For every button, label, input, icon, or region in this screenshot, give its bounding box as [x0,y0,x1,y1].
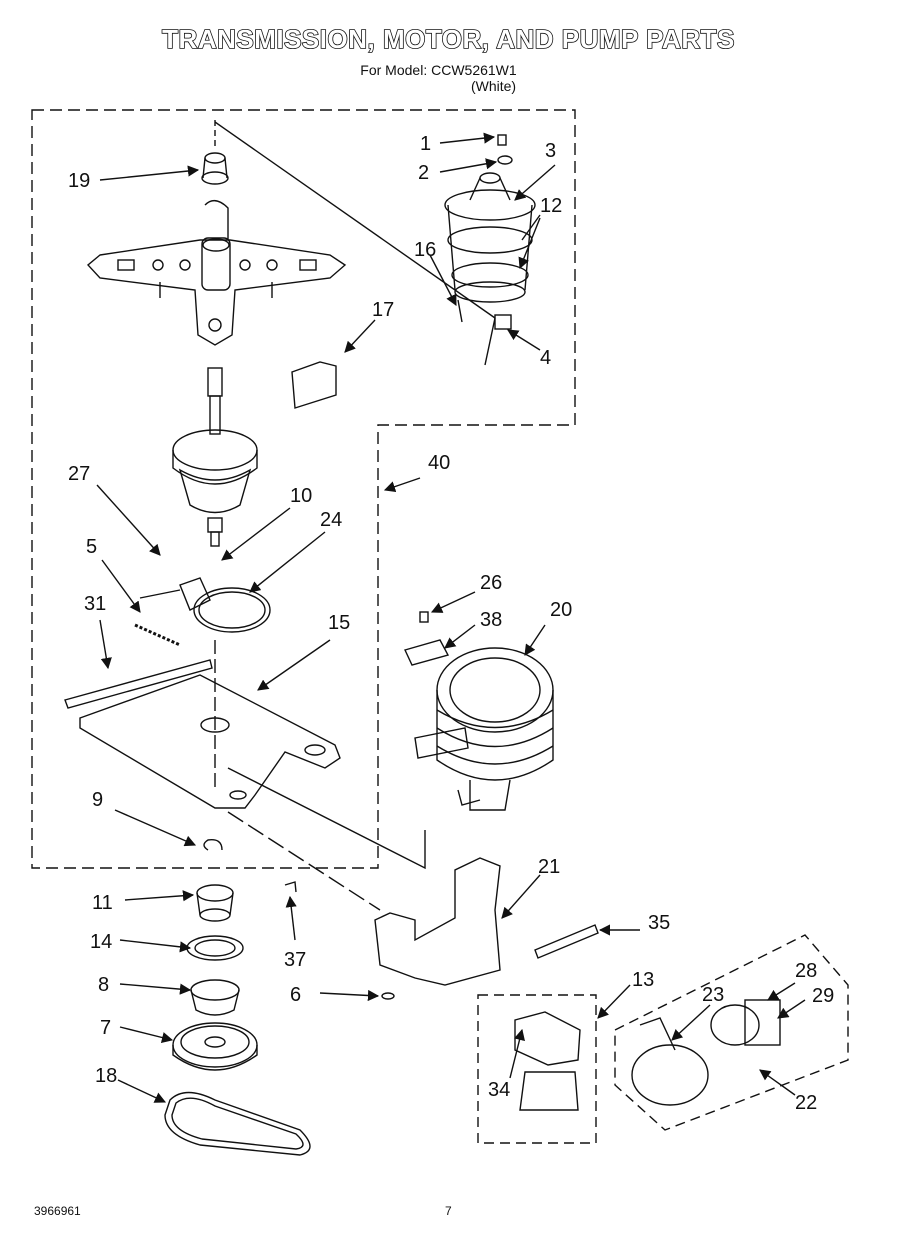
relay-part-34 [519,1071,579,1111]
leader-line [227,767,426,870]
callout-1: 1 [420,133,432,155]
page-title: TRANSMISSION, MOTOR, AND PUMP PARTS [161,23,735,55]
leader-arrows [96,132,806,1103]
transmission [172,367,258,547]
callout-2: 2 [418,162,430,184]
callout-28: 28 [795,960,818,982]
model-line: For Model: CCW5261W1 [360,62,517,78]
callout-22: 22 [795,1092,818,1114]
callout-27: 27 [68,463,91,485]
bracket-part-21 [374,857,501,986]
callout-14: 14 [90,931,113,953]
clip-part-37 [284,881,297,893]
callout-10: 10 [290,485,313,507]
callout-12: 12 [540,195,563,217]
bearing-part-11 [196,884,234,922]
callout-37: 37 [284,949,307,971]
callout-13: 13 [632,969,655,991]
bracket-part-31 [64,659,213,709]
callout-34: 34 [488,1079,511,1101]
callout-20: 20 [550,599,573,621]
callout-38: 38 [480,609,503,631]
callout-21: 21 [538,856,561,878]
motor-part-20 [404,611,554,811]
clip-part-9 [203,839,223,851]
callout-29: 29 [812,985,835,1007]
callout-4: 4 [540,347,552,369]
callout-3: 3 [545,140,557,162]
color-line: (White) [470,78,517,94]
assembly-boundary-13 [477,994,597,1144]
callout-16: 16 [414,239,437,261]
cap-part-19 [201,152,229,185]
callout-35: 35 [648,912,671,934]
belt-part-18 [164,1091,311,1156]
page-number: 7 [445,1204,452,1218]
spider-hub [86,200,347,346]
callout-7: 7 [100,1017,112,1039]
callout-5: 5 [86,536,98,558]
callout-24: 24 [320,509,343,531]
brake-band-part-24 [139,577,271,633]
callout-11: 11 [92,892,113,914]
callout-8: 8 [98,974,110,996]
tub-drive-assembly [444,134,536,330]
callout-19: 19 [68,170,91,192]
callout-26: 26 [480,572,503,594]
callout-40: 40 [428,452,451,474]
assembly-boundary-transmission [31,109,576,869]
base-plate-part-15 [79,674,341,809]
pump-motor-part-28 [710,999,781,1046]
callout-23: 23 [702,984,725,1006]
document-number: 3966961 [34,1204,81,1218]
clutch-part-14 [186,935,244,961]
callout-17: 17 [372,299,395,321]
callout-31: 31 [84,593,107,615]
callout-9: 9 [92,789,104,811]
assembly-boundary-22 [614,934,849,1131]
spring-part-31 [134,623,181,647]
leader-line [214,121,496,319]
bracket-part-17 [291,361,337,409]
strap-part-35 [534,924,599,959]
nut-part-6 [381,992,395,1000]
callout-15: 15 [328,612,351,634]
hub-part-8 [190,979,240,1016]
capacitor-part-13 [514,1011,581,1066]
callout-18: 18 [95,1065,118,1087]
callout-6: 6 [290,984,302,1006]
pump-part-23 [631,1017,709,1106]
pulley-part-7 [172,1022,258,1071]
